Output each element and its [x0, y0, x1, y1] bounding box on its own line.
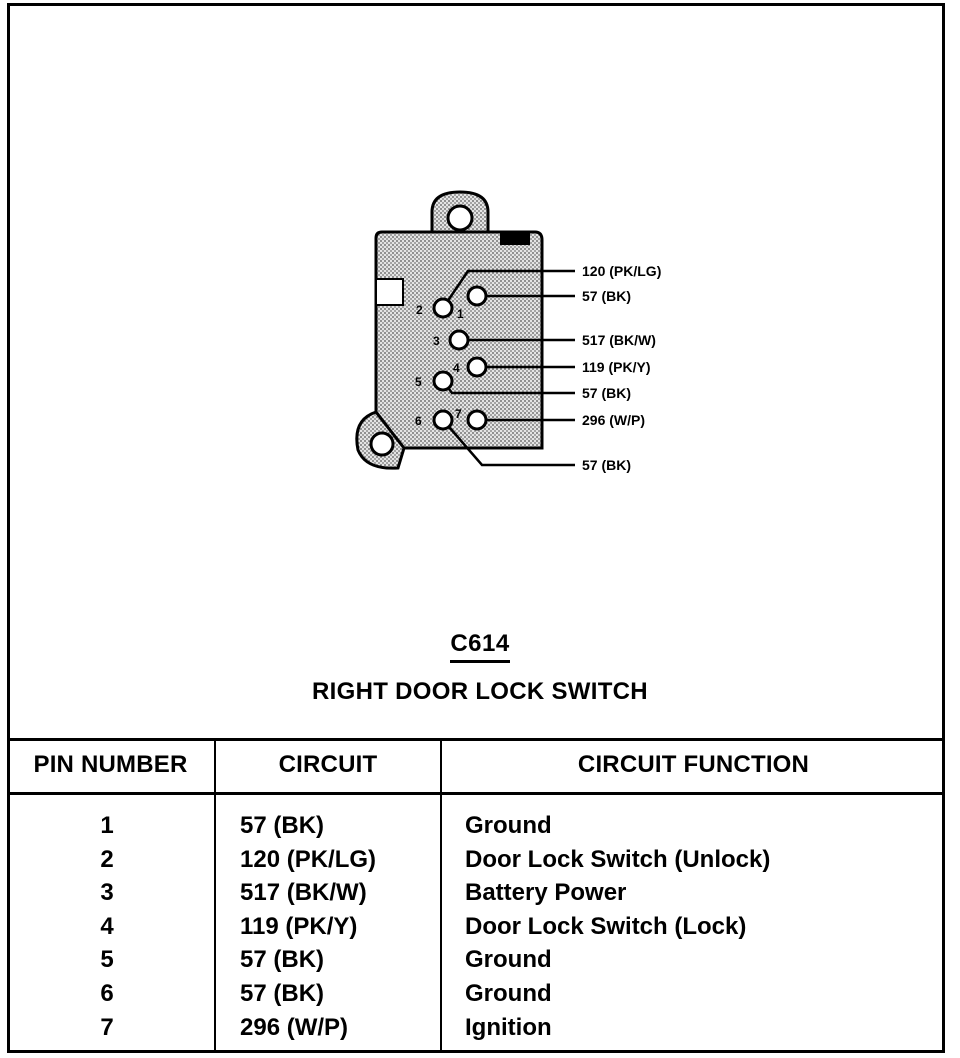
bottom-mounting-ear: [355, 410, 406, 470]
table-top-border: [7, 738, 945, 741]
wire-label-pin-6: 57 (BK): [582, 457, 631, 473]
pin-1-cavity: [466, 285, 488, 307]
row-pin: 5: [100, 946, 114, 974]
connector-key: [500, 233, 530, 245]
diagram-frame: [7, 3, 945, 1053]
wire-label-pin-5: 57 (BK): [582, 385, 631, 401]
row-function: Ground: [465, 812, 552, 839]
table-row: 6 57 (BK) Ground: [7, 980, 945, 1014]
wire-label-pin-7: 296 (W/P): [582, 412, 645, 428]
header-pin-number: PIN NUMBER: [33, 751, 188, 778]
wire-label-pin-2: 120 (PK/LG): [582, 263, 661, 279]
connector-diagram: 2 1 3 4 5 6 7 120 (PK/LG) 57 (BK) 517 (B…: [355, 190, 661, 473]
row-circuit: 296 (W/P): [240, 1013, 349, 1041]
row-circuit: 119 (PK/Y): [240, 912, 358, 940]
table-row: 4 119 (PK/Y) Door Lock Switch (Lock): [7, 913, 945, 947]
pin-label-1: 1: [457, 307, 464, 321]
row-circuit: 517 (BK/W): [240, 879, 367, 907]
pin-label-7: 7: [455, 407, 462, 421]
wire-label-pin-4: 119 (PK/Y): [582, 359, 650, 375]
row-pin: 4: [100, 912, 114, 940]
row-function: Ground: [465, 946, 552, 974]
row-function: Battery Power: [465, 879, 627, 907]
pin-7-cavity: [466, 409, 488, 431]
table-row: 3 517 (BK/W) Battery Power: [7, 879, 945, 913]
row-pin: 3: [100, 879, 114, 907]
pin-5-cavity: [432, 370, 454, 392]
pin-label-2: 2: [416, 303, 423, 317]
row-circuit: 120 (PK/LG): [240, 845, 377, 873]
row-circuit: 57 (BK): [240, 980, 325, 1007]
row-function: Door Lock Switch (Unlock): [465, 845, 771, 873]
connector-id-text: C614: [450, 630, 510, 663]
pin-label-4: 4: [453, 361, 460, 375]
pin-cavities: [432, 285, 488, 431]
row-pin: 7: [100, 1013, 114, 1041]
row-circuit: 57 (BK): [240, 812, 325, 839]
row-pin: 1: [100, 812, 114, 839]
header-circuit-function: CIRCUIT FUNCTION: [577, 751, 810, 778]
pin-table: PIN NUMBER CIRCUIT CIRCUIT FUNCTION 1 57…: [7, 738, 945, 1053]
row-function: Ground: [465, 980, 552, 1007]
pin-3-cavity: [448, 329, 470, 351]
table-row: 5 57 (BK) Ground: [7, 946, 945, 980]
table-row: 1 57 (BK) Ground: [7, 812, 945, 846]
header-circuit: CIRCUIT: [278, 751, 378, 778]
row-circuit: 57 (BK): [240, 946, 325, 974]
pin-2-cavity: [432, 297, 454, 319]
top-mounting-ear: [430, 190, 490, 237]
pin-label-5: 5: [415, 375, 422, 389]
connector-id-title: C614: [0, 630, 960, 663]
pin-label-3: 3: [433, 334, 440, 348]
pin-label-6: 6: [415, 414, 422, 428]
wire-label-pin-3: 517 (BK/W): [582, 332, 656, 348]
row-function: Ignition: [465, 1013, 552, 1041]
row-pin: 6: [100, 980, 114, 1007]
connector-latch: [375, 278, 404, 306]
wire-label-pin-1: 57 (BK): [582, 288, 631, 304]
row-function: Door Lock Switch (Lock): [465, 912, 747, 940]
table-column-divider-1: [214, 738, 216, 1053]
row-pin: 2: [100, 845, 114, 873]
pin-number-labels: 2 1 3 4 5 6 7: [415, 303, 464, 428]
table-column-divider-2: [440, 738, 442, 1053]
pin-6-cavity: [432, 409, 454, 431]
connector-name-title: RIGHT DOOR LOCK SWITCH: [312, 678, 648, 705]
table-row: 7 296 (W/P) Ignition: [7, 1014, 945, 1048]
pin-4-cavity: [466, 356, 488, 378]
table-row: 2 120 (PK/LG) Door Lock Switch (Unlock): [7, 846, 945, 880]
wire-labels: 120 (PK/LG) 57 (BK) 517 (BK/W) 119 (PK/Y…: [582, 263, 661, 473]
table-header-divider: [7, 792, 945, 795]
